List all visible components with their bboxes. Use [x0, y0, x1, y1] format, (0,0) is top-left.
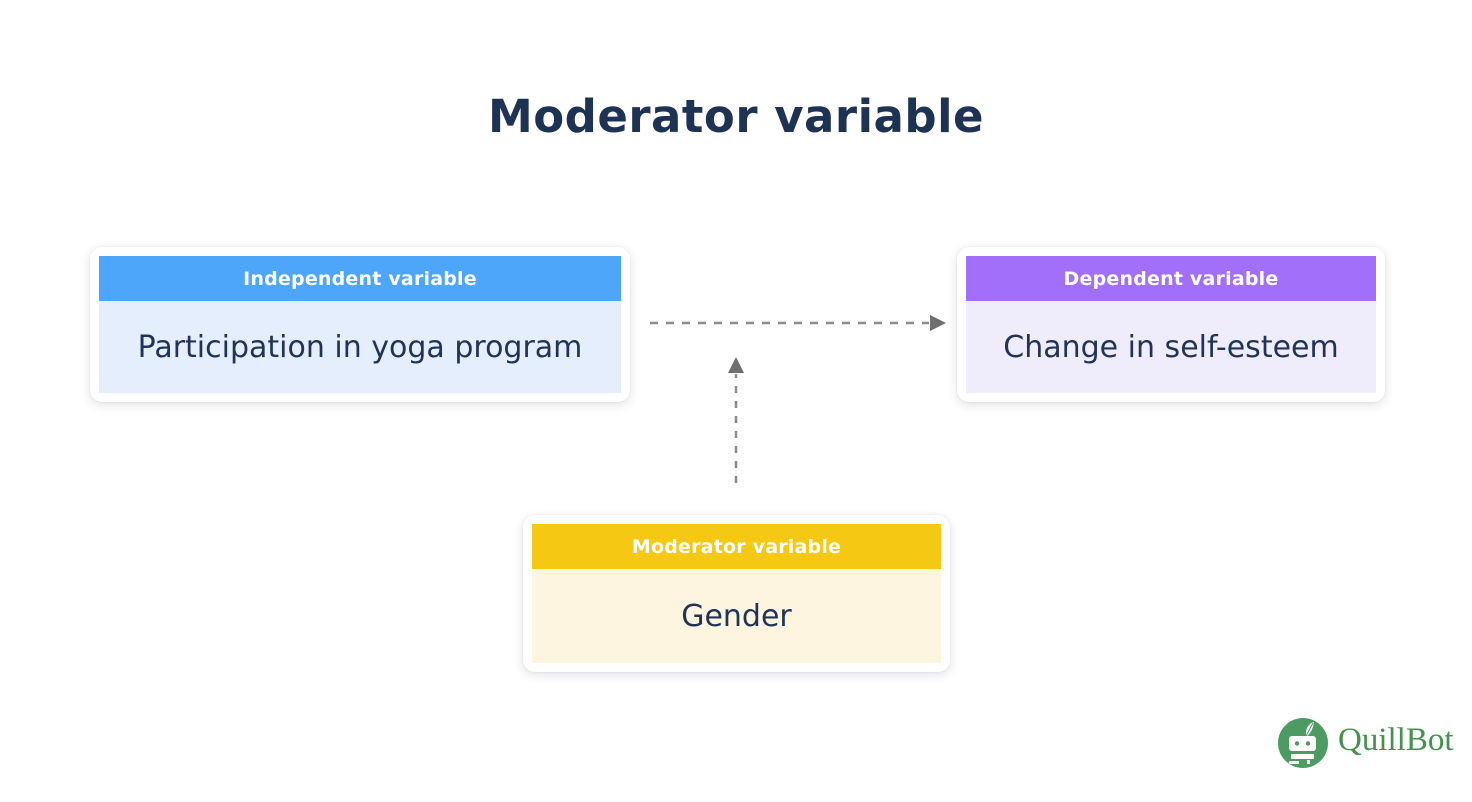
causal-arrow	[650, 315, 946, 331]
quillbot-logo: QuillBot	[1277, 717, 1454, 769]
diagram-title: Moderator variable	[487, 90, 985, 143]
up-arrowhead-icon	[728, 357, 744, 373]
right-arrowhead-icon	[930, 315, 946, 331]
independent-variable-value: Participation in yoga program	[99, 301, 621, 393]
moderator-variable-header: Moderator variable	[532, 524, 941, 569]
moderator-variable-value: Gender	[532, 569, 941, 663]
independent-variable-card: Independent variable Participation in yo…	[90, 247, 630, 402]
independent-variable-header: Independent variable	[99, 256, 621, 301]
moderation-arrow	[728, 357, 744, 483]
dependent-variable-card: Dependent variable Change in self-esteem	[957, 247, 1385, 402]
quillbot-robot-icon	[1278, 718, 1328, 768]
dependent-variable-header: Dependent variable	[966, 256, 1376, 301]
dependent-variable-value: Change in self-esteem	[966, 301, 1376, 393]
quillbot-wordmark: QuillBot	[1338, 721, 1454, 758]
moderator-variable-card: Moderator variable Gender	[523, 515, 950, 672]
